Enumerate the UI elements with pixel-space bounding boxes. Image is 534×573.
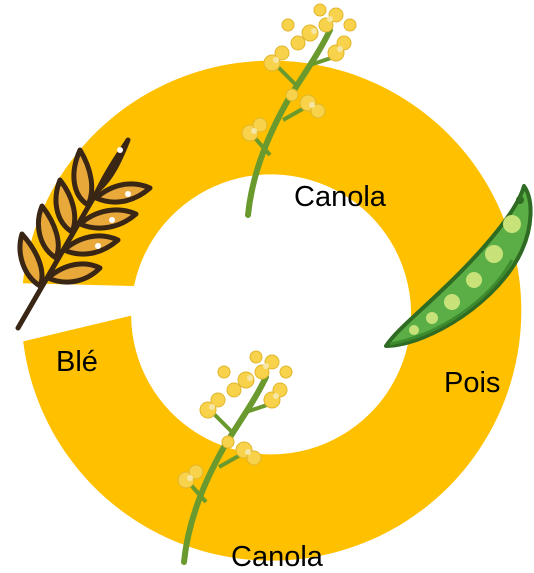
- stage-label-canola-bottom: Canola: [231, 541, 324, 573]
- stage-label-canola-top: Canola: [294, 181, 387, 213]
- stage-label-ble: Blé: [56, 346, 98, 378]
- stage-label-pois: Pois: [444, 367, 500, 399]
